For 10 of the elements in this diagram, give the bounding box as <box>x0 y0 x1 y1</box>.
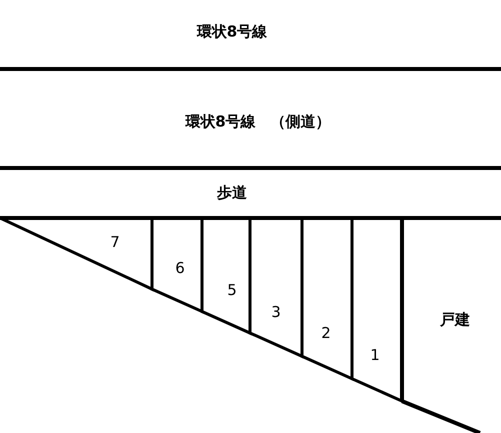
road-name: 環状8号線 <box>196 22 268 42</box>
space-number: 5 <box>227 281 237 299</box>
sidewalk-label: 歩道 <box>217 184 247 202</box>
space-number: 3 <box>271 303 281 321</box>
space-number: 2 <box>321 324 331 342</box>
space-number: 7 <box>110 233 120 251</box>
road-name: 環状8号線 （側道） <box>185 112 331 132</box>
house-label: 戸建 <box>440 310 470 330</box>
space-number: 6 <box>175 259 185 277</box>
space-number: 1 <box>370 346 380 364</box>
